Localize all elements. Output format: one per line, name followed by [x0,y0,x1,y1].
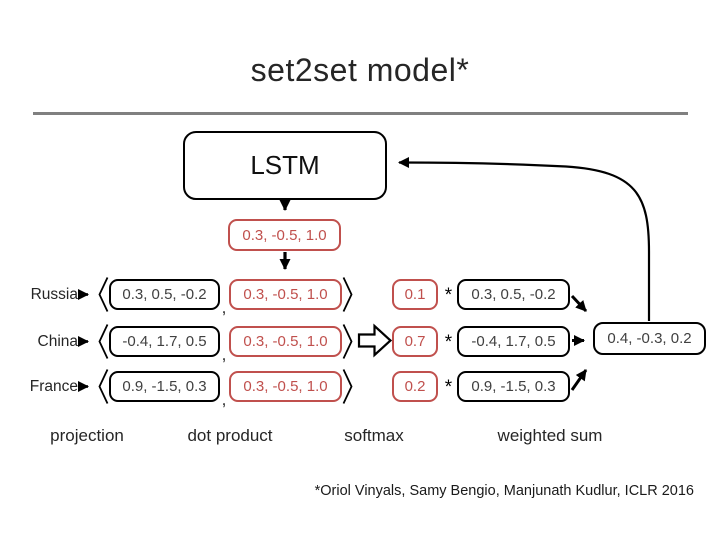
row-label-france: France [29,378,78,395]
weighted-vector-box-france: 0.9, -1.5, 0.3 [457,371,570,402]
context-box-france: 0.3, -0.5, 1.0 [229,371,342,402]
projection-box-france: 0.9, -1.5, 0.3 [109,371,220,402]
projection-box-russia: 0.3, 0.5, -0.2 [109,279,220,310]
weighted-vector-box-russia: 0.3, 0.5, -0.2 [457,279,570,310]
weight-box-russia: 0.1 [392,279,438,310]
citation-footnote: *Oriol Vinyals, Samy Bengio, Manjunath K… [314,483,694,499]
stage-label-projection: projection [50,426,124,445]
weight-box-china: 0.7 [392,326,438,357]
context-box-russia: 0.3, -0.5, 1.0 [229,279,342,310]
multiply-asterisk-france: * [444,377,453,398]
stage-label-dot-product: dot product [187,426,273,445]
row-label-russia: Russia [30,286,78,303]
weighted-vector-box-china: -0.4, 1.7, 0.5 [457,326,570,357]
lstm-box: LSTM [183,131,387,200]
context-box-china: 0.3, -0.5, 1.0 [229,326,342,357]
angle-bracket-close-russia-icon [342,277,353,312]
arrow-sum-russia-icon [570,294,588,313]
stage-label-weighted-sum: weighted sum [497,426,603,445]
angle-bracket-close-france-icon [342,369,353,404]
context-vector-box: 0.3, -0.5, 1.0 [228,219,341,251]
slide-title: set2set model* [250,52,470,88]
comma-france: , [221,390,227,409]
multiply-asterisk-china: * [444,332,453,353]
row-label-china: China [37,333,79,350]
angle-bracket-close-china-icon [342,324,353,359]
weight-box-france: 0.2 [392,371,438,402]
angle-bracket-open-russia-icon [98,277,109,312]
comma-china: , [221,345,227,364]
multiply-asterisk-russia: * [444,285,453,306]
projection-box-china: -0.4, 1.7, 0.5 [109,326,220,357]
softmax-block-arrow-icon [357,323,393,358]
title-divider [33,112,688,115]
arrow-sum-france-icon [570,369,588,391]
stage-label-softmax: softmax [344,426,404,445]
lstm-label: LSTM [250,150,320,180]
comma-russia: , [221,298,227,317]
angle-bracket-open-china-icon [98,324,109,359]
weighted-sum-box: 0.4, -0.3, 0.2 [593,322,706,355]
angle-bracket-open-france-icon [98,369,109,404]
